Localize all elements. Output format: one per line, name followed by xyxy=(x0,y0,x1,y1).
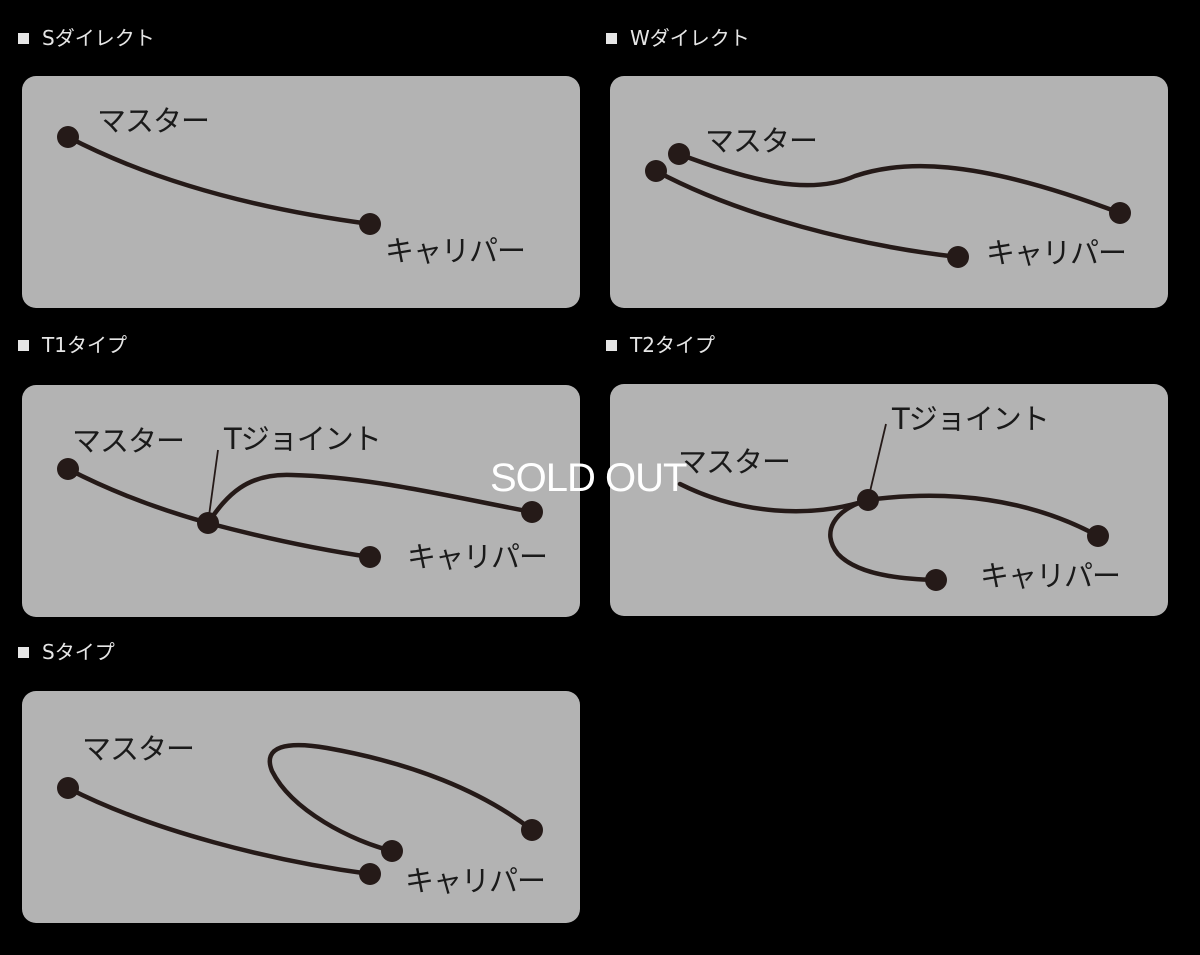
hose-diagram-t2-type: マスター Tジョイント キャリパー xyxy=(677,402,1121,593)
diagram-panel-t2-type: マスター Tジョイント キャリパー xyxy=(610,384,1168,616)
caliper-label: キャリパー xyxy=(986,236,1126,270)
t-joint-label: Tジョイント xyxy=(891,402,1049,436)
hose-line-lower xyxy=(65,785,373,877)
diagram-panel-s-type: マスター キャリパー xyxy=(22,691,580,923)
diagram-panel-s-direct: マスター キャリパー xyxy=(22,76,580,308)
hose-line xyxy=(65,134,373,227)
section-title-text: Sダイレクト xyxy=(42,26,155,50)
hose-line-upper xyxy=(676,151,1123,216)
caliper-fitting-dot xyxy=(1087,525,1109,547)
hose-line-master-to-joint xyxy=(677,481,871,514)
hose-diagram-t1-type: マスター Tジョイント キャリパー xyxy=(57,422,548,574)
square-bullet-icon xyxy=(18,339,29,351)
caliper-label: キャリパー xyxy=(385,234,525,268)
caliper-fitting-dot xyxy=(359,213,381,235)
square-bullet-icon xyxy=(18,32,29,44)
master-fitting-dot xyxy=(57,458,79,480)
t-joint-dot xyxy=(857,489,879,511)
section-title-text: Wダイレクト xyxy=(630,26,750,50)
caliper-fitting-dot xyxy=(925,569,947,591)
master-fitting-dot xyxy=(645,160,667,182)
joint-leader-line xyxy=(867,423,887,501)
caliper-fitting-dot xyxy=(359,546,381,568)
section-title-text: Sタイプ xyxy=(42,640,115,664)
master-label: マスター xyxy=(678,445,790,479)
master-label: マスター xyxy=(705,124,817,158)
square-bullet-icon xyxy=(18,646,29,658)
caliper-fitting-dot xyxy=(521,501,543,523)
master-fitting-dot xyxy=(57,777,79,799)
sold-out-overlay: SOLD OUT xyxy=(490,456,687,500)
square-bullet-icon xyxy=(606,339,617,351)
caliper-label: キャリパー xyxy=(407,540,547,574)
section-title-text: T2タイプ xyxy=(630,333,715,357)
section-title-text: T1タイプ xyxy=(42,333,127,357)
master-label: マスター xyxy=(72,424,184,458)
diagram-panel-t1-type: マスター Tジョイント キャリパー xyxy=(22,385,580,617)
hose-line-joint-loop-to-caliper xyxy=(828,497,939,583)
hose-line-joint-to-caliper xyxy=(865,493,1101,539)
master-fitting-dot xyxy=(57,126,79,148)
diagram-panel-w-direct: マスター キャリパー xyxy=(610,76,1168,308)
master-fitting-dot xyxy=(668,143,690,165)
hose-line-joint-to-caliper xyxy=(205,520,373,560)
section-title-t1-type: T1タイプ xyxy=(18,333,127,357)
caliper-fitting-dot xyxy=(381,840,403,862)
caliper-label: キャリパー xyxy=(405,864,545,898)
hose-diagram-s-type: マスター キャリパー xyxy=(57,732,546,898)
caliper-fitting-dot xyxy=(521,819,543,841)
joint-leader-line xyxy=(207,449,219,524)
hose-line-joint-to-second-caliper xyxy=(205,472,535,526)
hose-diagram-s-direct: マスター キャリパー xyxy=(57,104,526,268)
caliper-fitting-dot xyxy=(1109,202,1131,224)
hose-line-loop xyxy=(267,742,535,854)
master-label: マスター xyxy=(82,732,194,766)
caliper-fitting-dot xyxy=(359,863,381,885)
caliper-label: キャリパー xyxy=(980,559,1120,593)
section-title-t2-type: T2タイプ xyxy=(606,333,715,357)
hose-diagram-w-direct: マスター キャリパー xyxy=(645,124,1131,270)
section-title-s-direct: Sダイレクト xyxy=(18,26,155,50)
t-joint-label: Tジョイント xyxy=(223,422,381,456)
section-title-w-direct: Wダイレクト xyxy=(606,26,750,50)
master-label: マスター xyxy=(97,104,209,138)
t-joint-dot xyxy=(197,512,219,534)
caliper-fitting-dot xyxy=(947,246,969,268)
section-title-s-type: Sタイプ xyxy=(18,640,115,664)
hose-line-lower xyxy=(653,168,961,260)
hose-line-master-to-joint xyxy=(65,466,211,526)
square-bullet-icon xyxy=(606,32,617,44)
